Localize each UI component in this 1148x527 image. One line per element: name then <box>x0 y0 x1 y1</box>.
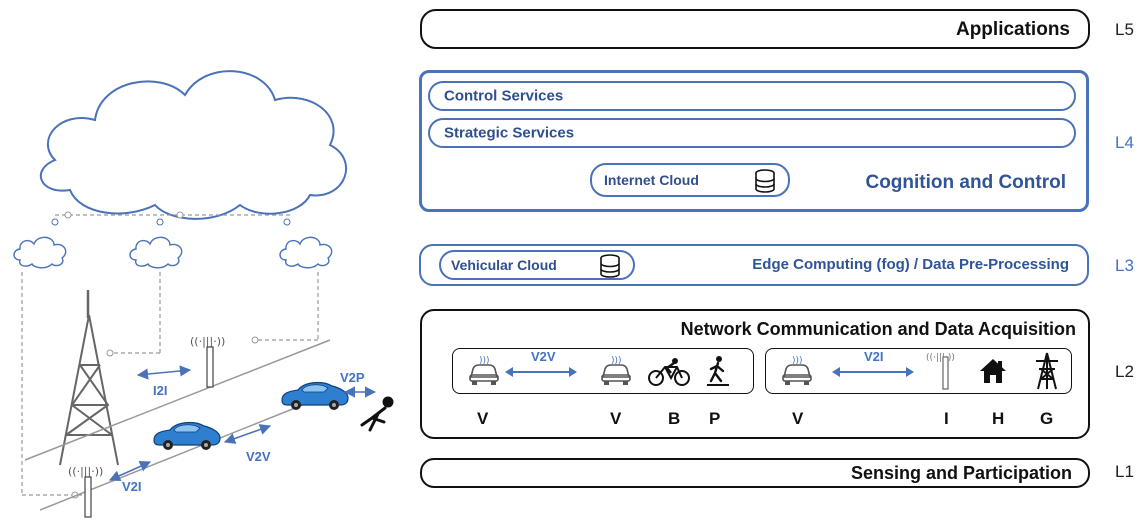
i2i-label: I2I <box>153 383 168 398</box>
label-grid: G <box>1040 409 1054 428</box>
layer-sensing-participation: Sensing and Participation <box>420 458 1090 488</box>
level-l5: L5 <box>1115 20 1134 39</box>
sensing-participation-title: Sensing and Participation <box>850 463 1072 483</box>
v2v-arrow <box>505 367 577 377</box>
edge-computing-title: Edge Computing (fog) / Data Pre-Processi… <box>752 256 1069 273</box>
label-vehicle: V <box>610 409 622 428</box>
home-icon <box>980 359 1006 383</box>
svg-text:))): ))) <box>611 356 622 366</box>
svg-text:((·|||·)): ((·|||·)) <box>926 353 955 363</box>
big-cloud <box>39 70 348 220</box>
vehicular-cloud: Vehicular Cloud <box>439 250 635 280</box>
pedestrian-icon <box>707 356 729 386</box>
v2v-link-label: V2V <box>531 349 556 364</box>
layer-network-communication: Network Communication and Data Acquisiti… <box>420 309 1090 439</box>
strategic-services-label: Strategic Services <box>444 124 575 142</box>
car-icon: ))) <box>601 356 631 385</box>
strategic-services: Strategic Services <box>428 118 1076 148</box>
layer-cognition-control: Control Services Strategic Services Inte… <box>419 70 1089 212</box>
layer-applications: Applications <box>420 9 1090 49</box>
car-icon: ))) <box>469 356 499 385</box>
power-grid-icon <box>1036 352 1058 390</box>
internet-cloud: Internet Cloud <box>590 163 790 197</box>
database-icon <box>600 254 620 278</box>
svg-text:))): ))) <box>479 356 490 366</box>
svg-text:))): ))) <box>792 356 803 366</box>
level-l2: L2 <box>1115 362 1134 381</box>
car-icon: ))) <box>782 356 812 385</box>
label-vehicle: V <box>792 409 804 428</box>
label-bicycle: B <box>668 409 681 428</box>
control-services: Control Services <box>428 81 1076 111</box>
cognition-control-title: Cognition and Control <box>865 172 1066 193</box>
v2p-label: V2P <box>340 370 365 385</box>
v2v-label: V2V <box>246 449 271 464</box>
label-vehicle: V <box>477 409 489 428</box>
label-home: H <box>992 409 1005 428</box>
roadside-unit-icon: ((·|||·)) <box>926 353 955 390</box>
v2v-group: ))) V2V ))) <box>452 348 754 394</box>
applications-title: Applications <box>955 19 1070 40</box>
label-pedestrian: P <box>709 409 721 428</box>
layer-edge-computing: Vehicular Cloud Edge Computing (fog) / D… <box>419 244 1089 286</box>
database-icon <box>755 169 775 193</box>
level-l3: L3 <box>1115 256 1134 275</box>
vehicular-cloud-label: Vehicular Cloud <box>451 257 557 273</box>
vehicular-network-scene: ((·|||·)) <box>13 70 394 518</box>
v2i-link-label: V2I <box>864 349 884 364</box>
level-l4: L4 <box>1115 133 1134 152</box>
cell-tower <box>59 290 119 466</box>
pedestrian <box>360 396 394 432</box>
level-l1: L1 <box>1115 462 1134 481</box>
control-services-label: Control Services <box>444 87 564 105</box>
network-communication-title: Network Communication and Data Acquisiti… <box>680 319 1076 339</box>
v2i-group: ))) V2I ((·|||·)) <box>765 348 1072 394</box>
label-infrastructure: I <box>944 409 949 428</box>
bicycle-icon <box>648 358 690 386</box>
v2i-label: V2I <box>122 479 142 494</box>
v2i-arrow <box>832 367 914 377</box>
internet-cloud-label: Internet Cloud <box>604 172 699 188</box>
